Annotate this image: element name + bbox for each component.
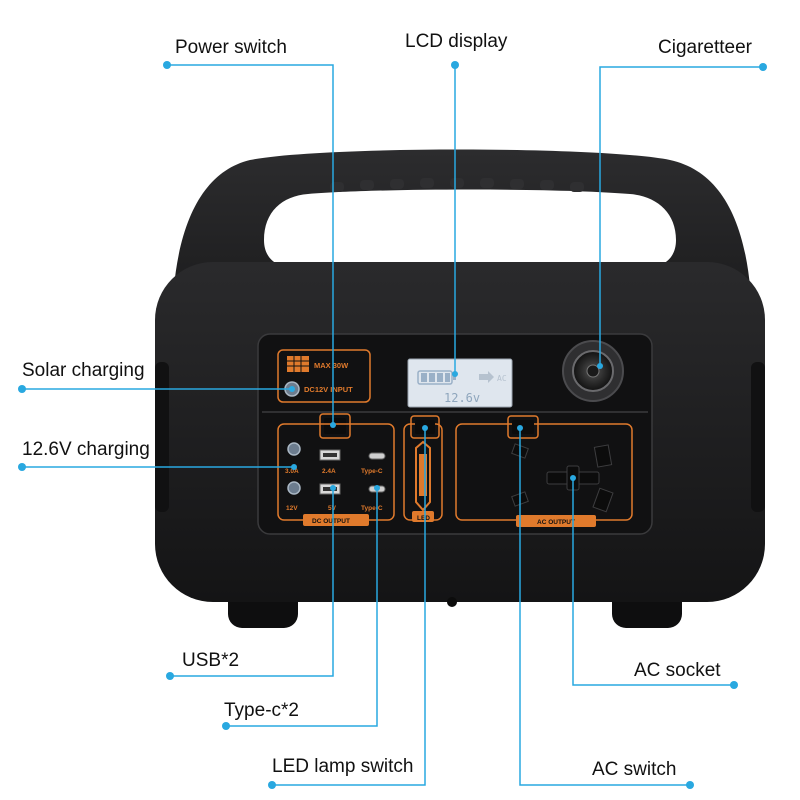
typec-port-1[interactable] <box>368 452 386 460</box>
line-power-switch <box>167 64 334 425</box>
solar-panel-icon <box>287 356 309 372</box>
lcd-arrow-icon <box>479 371 494 383</box>
label-usb: USB*2 <box>182 650 239 671</box>
line-led <box>272 428 426 786</box>
label-solar-charging: Solar charging <box>22 360 145 381</box>
callout-dots <box>18 61 767 789</box>
port-typec-2-label: Type-C <box>361 505 383 512</box>
dc-output: 3.0A 12V 2.4A 5V Type-C Type-C DC OUTPUT <box>277 423 395 526</box>
label-12v-charging: 12.6V charging <box>22 439 150 460</box>
handle-grip <box>330 178 584 192</box>
port-3a[interactable] <box>287 442 301 456</box>
line-ac-socket <box>572 478 734 686</box>
cigarette-socket[interactable] <box>562 340 624 402</box>
port-12v-label: 12V <box>286 505 298 512</box>
ac-output-label: AC OUTPUT <box>537 519 575 526</box>
port-3a-label: 3.0A <box>285 468 299 475</box>
handle-opening <box>264 189 676 268</box>
lcd-display: AC 12.6v <box>407 358 513 408</box>
dc-input-label: DC12V INPUT <box>304 385 353 394</box>
led-label: LED <box>417 515 430 522</box>
callout-lines <box>22 64 763 786</box>
label-ac-socket: AC socket <box>634 660 721 681</box>
solar-max-label: MAX 30W <box>314 361 349 370</box>
line-cigarette <box>599 66 763 366</box>
battery-icon <box>417 370 456 385</box>
port-typec-1-label: Type-C <box>361 468 383 475</box>
line-ac-switch <box>519 428 690 786</box>
port-12v[interactable] <box>287 481 301 495</box>
lcd-unit: AC <box>497 374 507 383</box>
line-typec <box>226 488 378 727</box>
label-ac-switch: AC switch <box>592 759 676 780</box>
label-cigarette: Cigaretteer <box>658 37 753 58</box>
label-led-switch: LED lamp switch <box>272 756 414 777</box>
ac-switch-button[interactable] <box>507 415 539 439</box>
label-lcd-display: LCD display <box>405 31 508 52</box>
dc-output-label: DC OUTPUT <box>312 518 350 525</box>
port-24a-label: 2.4A <box>322 468 336 475</box>
lcd-value: 12.6v <box>444 391 480 405</box>
body-side-left <box>155 362 169 512</box>
body-side-right <box>751 362 765 512</box>
label-typec: Type-c*2 <box>224 700 299 721</box>
bottom-vent <box>447 597 457 607</box>
led-lamp-icon <box>415 440 431 512</box>
label-power-switch: Power switch <box>175 37 287 58</box>
power-station: MAX 30W DC12V INPUT AC 12.6v <box>155 149 765 628</box>
line-usb <box>170 488 334 677</box>
